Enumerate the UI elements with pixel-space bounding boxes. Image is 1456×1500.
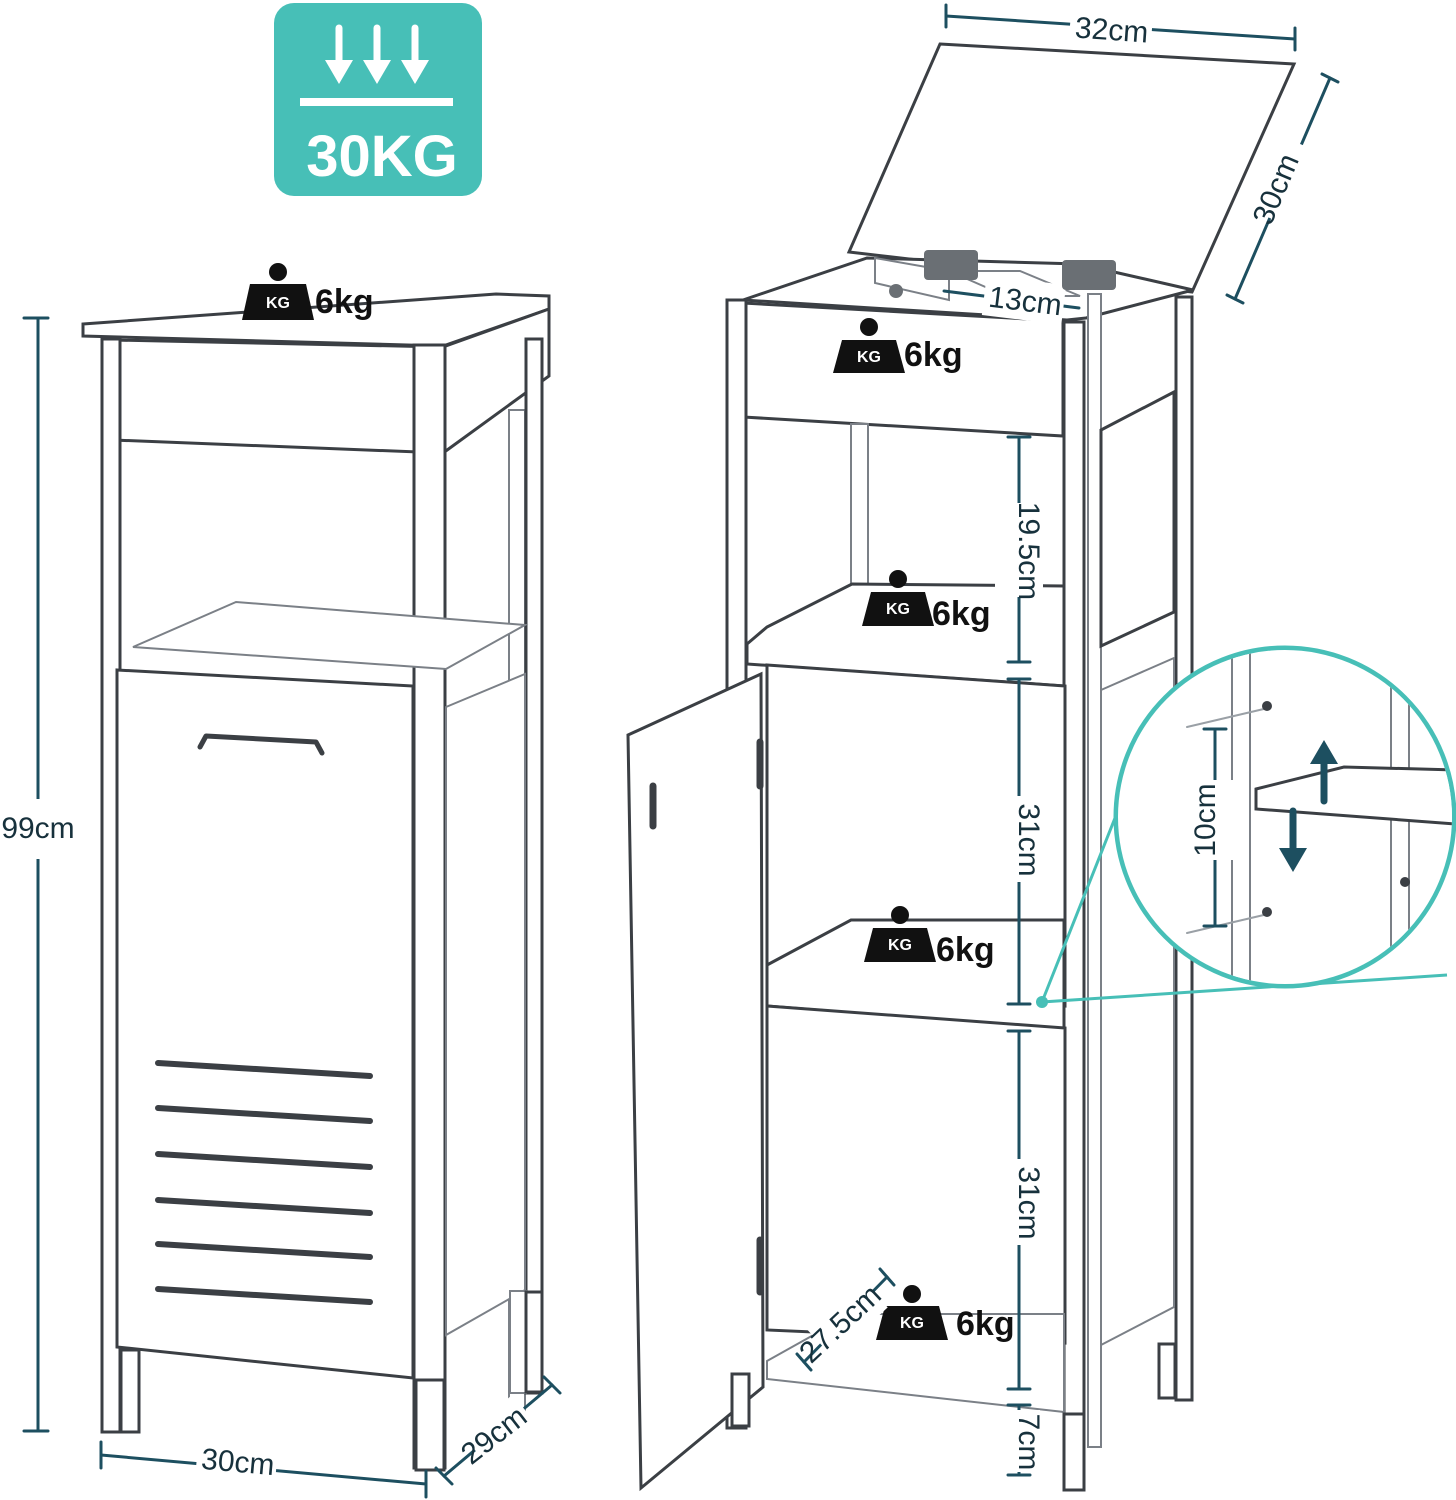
badge-label: 30KG (306, 124, 458, 189)
down-arrow-icon (1279, 807, 1307, 872)
hinge-icons (889, 250, 1116, 298)
right-top-weight-icon: KG (833, 318, 905, 373)
front-top-weight-icon: KG (242, 263, 314, 320)
inset-adjust-label: 10cm (1189, 783, 1222, 856)
right-top-load: 6kg (904, 336, 963, 374)
top-compartment-dimension: 13cm (942, 275, 1081, 325)
svg-text:KG: KG (266, 295, 290, 312)
front-cabinet: KG 6kg 99cm 30cm 29cm (0, 263, 562, 1499)
front-top-load: 6kg (315, 283, 374, 321)
front-width-label: 30cm (200, 1443, 276, 1482)
vertical-spacing-dimensions: 19.5cm 31cm 31cm 7cm (995, 435, 1045, 1477)
bottom-shelf-load: 6kg (956, 1305, 1015, 1343)
leg-height-label: 7cm (1012, 1414, 1045, 1471)
front-width-dimension: 30cm (99, 1434, 428, 1499)
up-arrow-icon (1310, 740, 1338, 805)
bottom-shelf-weight-icon: KG (876, 1285, 948, 1340)
lower-compartment-label: 31cm (1012, 1166, 1045, 1239)
open-cabinet: KG 6kg KG 6kg KG 6kg KG 6kg 32cm (626, 3, 1456, 1492)
svg-text:KG: KG (857, 349, 881, 366)
weight-capacity-badge: 30KG (274, 3, 482, 196)
svg-text:KG: KG (886, 601, 910, 618)
svg-text:KG: KG (888, 937, 912, 954)
svg-text:KG: KG (900, 1315, 924, 1332)
front-height-dimension: 99cm (0, 316, 76, 1433)
middle-shelf-load: 6kg (936, 931, 995, 969)
front-height-label: 99cm (1, 812, 74, 845)
upper-shelf-load: 6kg (932, 595, 991, 633)
front-vent-slots (155, 1060, 373, 1305)
inset-callout: 10cm (1036, 645, 1456, 1008)
lid-width-label: 32cm (1074, 12, 1149, 50)
down-arrows-icon (300, 24, 453, 106)
front-depth-dimension: 29cm (434, 1375, 562, 1486)
upper-shelf-weight-icon: KG (862, 570, 934, 626)
lid-width-dimension: 32cm (944, 3, 1297, 52)
middle-compartment-label: 31cm (1012, 803, 1045, 876)
upper-open-label: 19.5cm (1012, 502, 1045, 600)
middle-shelf-weight-icon: KG (864, 906, 936, 962)
